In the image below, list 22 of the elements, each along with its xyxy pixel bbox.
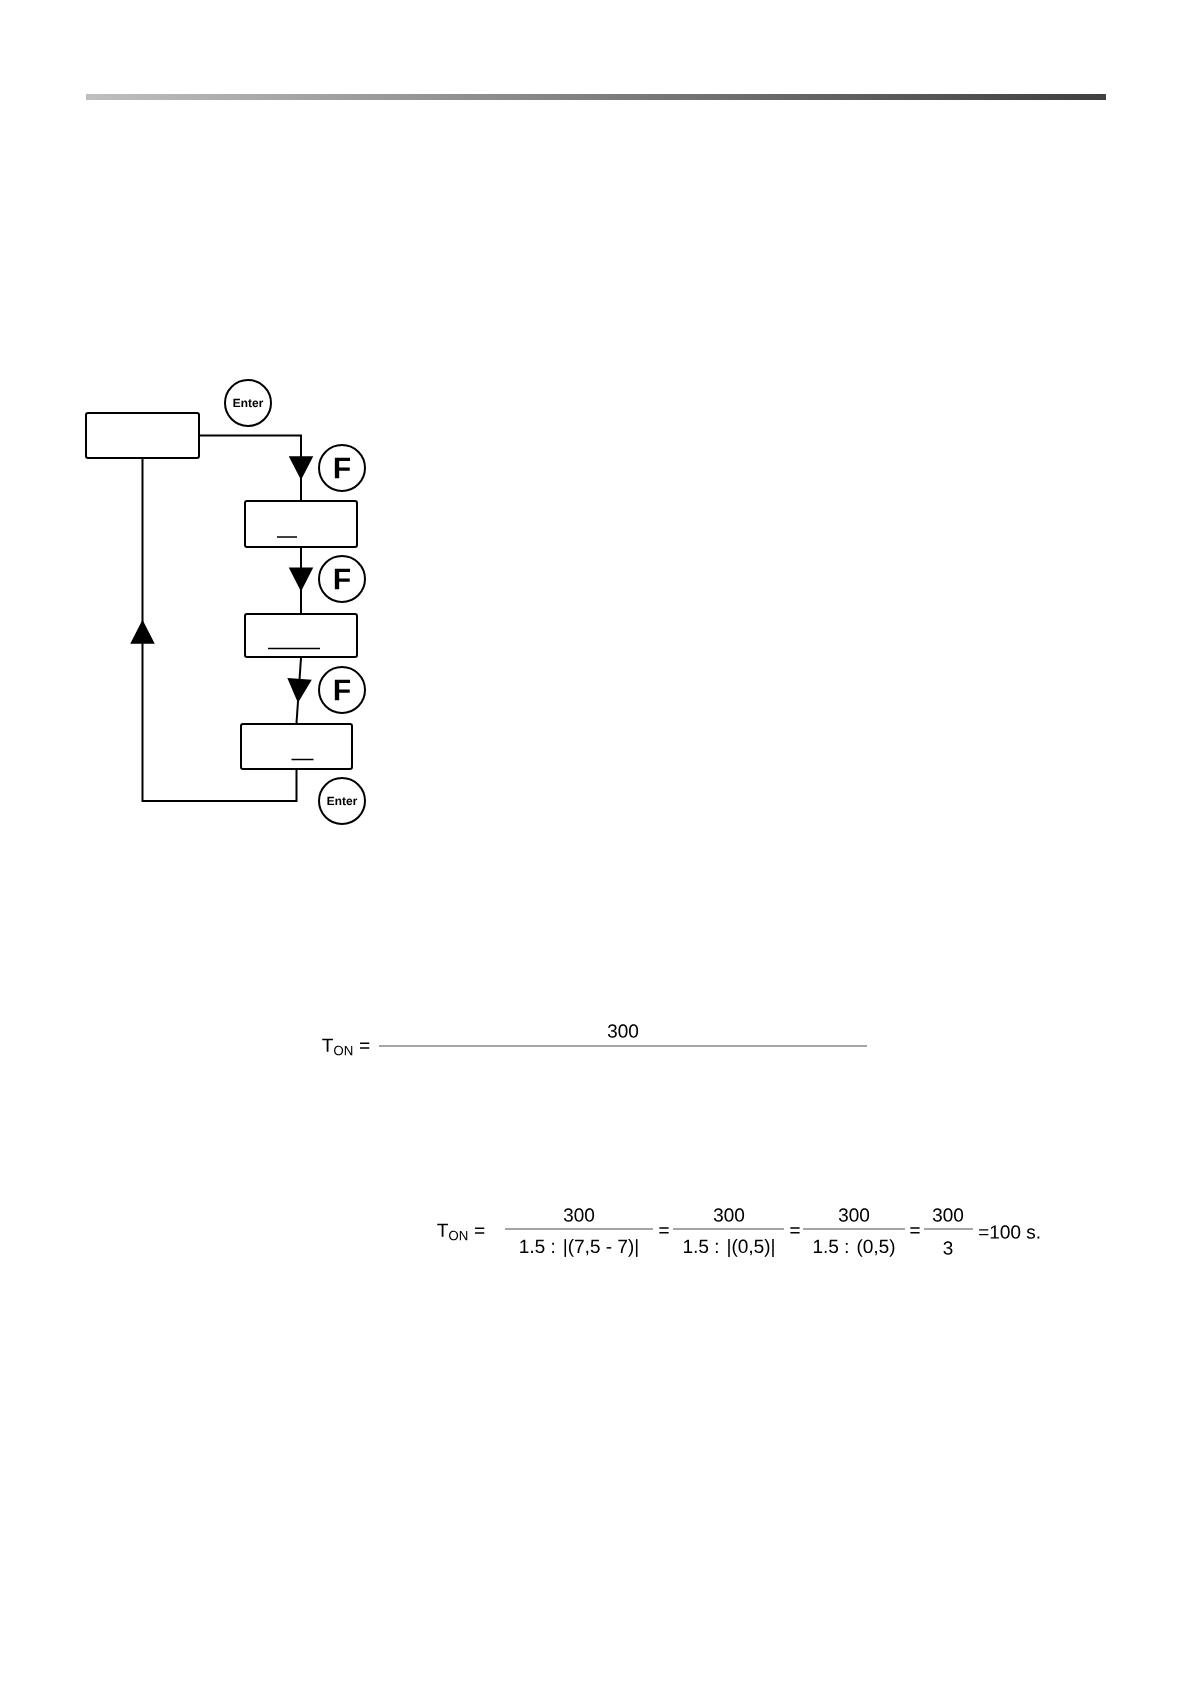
- formula-text: =: [790, 1227, 800, 1234]
- formula-text: 300: [607, 1024, 639, 1038]
- formula-text: 3: [943, 1241, 953, 1255]
- formula-text: 1.5 : |(7,5 - 7)|: [520, 1239, 638, 1257]
- formula-text: 300: [932, 1208, 964, 1222]
- display-box: [244, 500, 358, 548]
- display-box: [85, 412, 200, 459]
- formula-text: T$_{ON}$ =: [322, 1038, 370, 1056]
- formula-text: =100 s.: [979, 1225, 1040, 1239]
- arrow: [130, 458, 298, 802]
- arrow: [287, 657, 312, 724]
- formula-text: 1.5 : |(0,5)|: [683, 1239, 774, 1257]
- arrow: [199, 434, 314, 501]
- formula-text: 1.5 : (0,5): [813, 1239, 895, 1257]
- formula-text: 300: [563, 1208, 595, 1222]
- formula-text: 300: [713, 1208, 745, 1222]
- formula-text: T$_{ON}$ =: [437, 1223, 485, 1241]
- formula-text: 300: [838, 1208, 870, 1222]
- formula-text: =: [910, 1227, 920, 1234]
- display-box: [244, 613, 358, 658]
- display-box: [240, 723, 353, 770]
- formula-text: =: [659, 1227, 669, 1234]
